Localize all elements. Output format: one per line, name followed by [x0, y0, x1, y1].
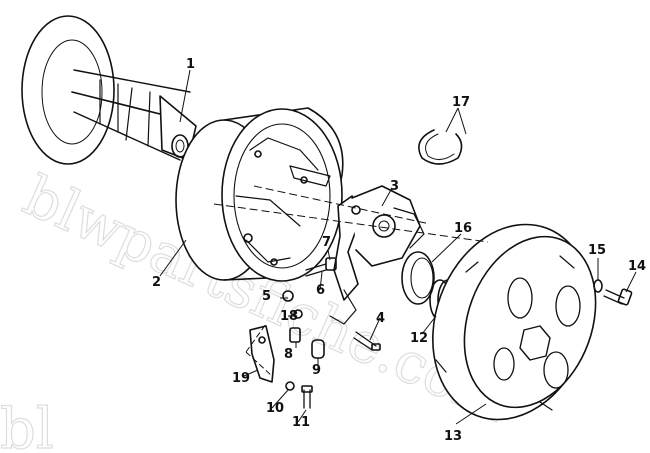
callout-6: 6: [316, 283, 325, 298]
part-6-bolt: [305, 263, 327, 277]
part-4-bolt: [353, 331, 381, 351]
part-11-bolt: [301, 385, 313, 409]
part-2-spider-housing: [175, 107, 344, 282]
callout-labels: 1 2 3 4 5 6 7 8 9 10 11 12 13 14 15 16 1…: [152, 57, 646, 444]
part-5-nut: [282, 290, 294, 302]
callout-17: 17: [452, 95, 470, 110]
callout-8: 8: [284, 347, 293, 362]
callout-10: 10: [266, 401, 284, 416]
part-8-pin: [289, 327, 301, 343]
callout-1: 1: [186, 57, 195, 72]
part-16-ring: [401, 251, 435, 305]
callout-4: 4: [376, 311, 385, 326]
callout-16: 16: [454, 221, 472, 236]
part-3-arm-assembly: [329, 185, 425, 325]
callout-5: 5: [262, 289, 271, 304]
part-1-sheave-shaft: [21, 15, 197, 165]
part-18-washer: [293, 309, 303, 319]
callout-19: 19: [232, 371, 250, 386]
callout-13: 13: [444, 429, 462, 444]
part-14-bolt: [603, 288, 633, 306]
part-7-bolt-head: [325, 257, 337, 271]
watermark-fragment: bl: [0, 397, 54, 453]
part-13-clutch-drum: [432, 223, 597, 421]
callout-11: 11: [292, 415, 310, 430]
callout-18: 18: [280, 309, 298, 324]
callout-12: 12: [410, 331, 428, 346]
callout-7: 7: [322, 235, 331, 250]
part-17-snap-ring: [418, 129, 463, 165]
callout-3: 3: [390, 179, 399, 194]
leader-lines: [159, 69, 637, 425]
callout-14: 14: [628, 259, 646, 274]
part-19-bracket: [249, 325, 275, 383]
callout-2: 2: [152, 275, 161, 290]
callout-15: 15: [588, 243, 606, 258]
callout-9: 9: [312, 363, 321, 378]
part-15-washer: [593, 279, 603, 293]
part-10-washer: [285, 381, 295, 391]
